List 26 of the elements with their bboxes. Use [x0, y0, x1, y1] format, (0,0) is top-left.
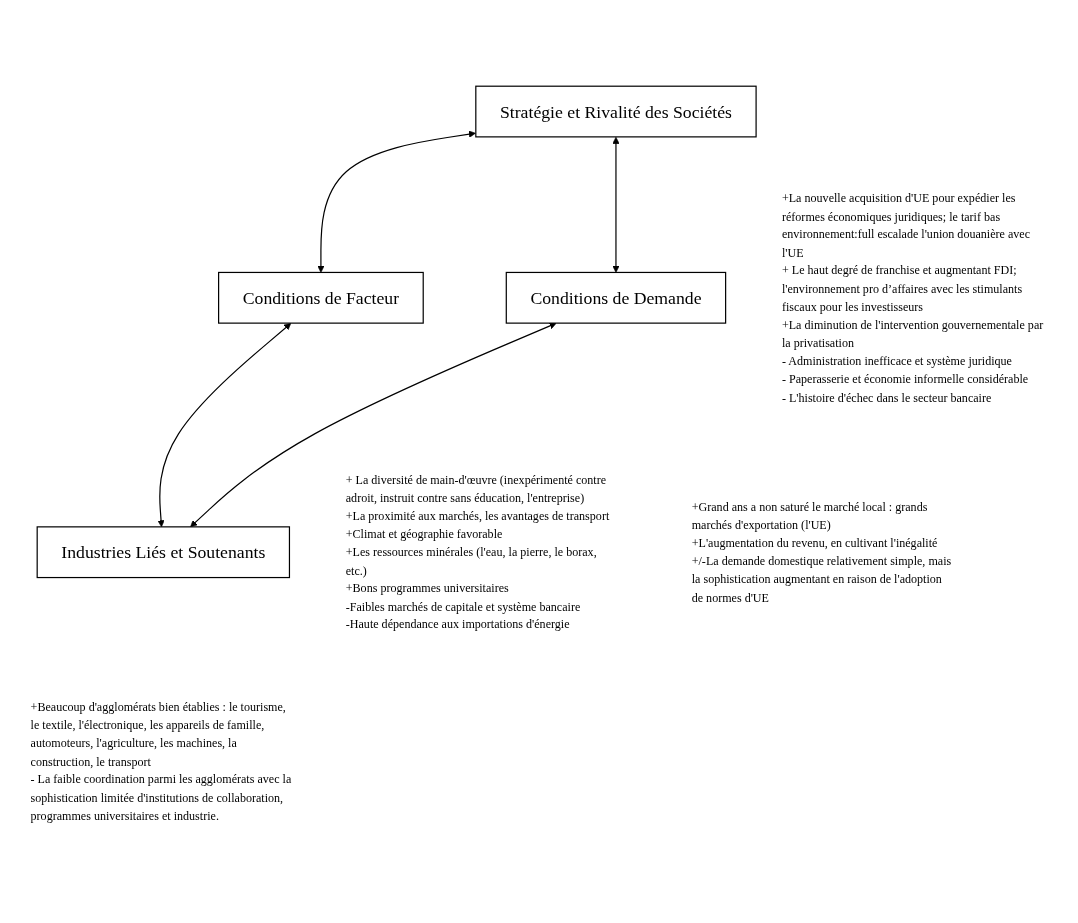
arrow: [190, 322, 557, 528]
arrow: [612, 136, 620, 273]
node-label: - L'histoire d'échec dans le secteur bancaire: [781, 390, 992, 404]
node-label: -Faibles marchés de capitale et système bancaire: [345, 599, 581, 613]
node-label: +Les ressources minérales (l'eau, la pierre, le borax, etc.): [345, 545, 597, 577]
node-label: +La diminution de l'intervention gouvernementale par la privatisation: [781, 318, 1044, 350]
node-label: +La nouvelle acquisition d'UE pour expédier les réformes économiques juridiques; le tarif bas environnement:full escalade l'union douanière avec l'UE: [781, 191, 1031, 259]
node-box: Conditions de Demande: [505, 271, 727, 324]
node-label: + La diversité de main-d'œuvre (inexpérimenté contre adroit, instruit contre sans éducation, l'entreprise): [345, 473, 607, 505]
node-box: Conditions de Facteur: [218, 271, 424, 324]
node-label: +La proximité aux marchés, les avantages de transport: [345, 509, 610, 523]
node-label: +Climat et géographie favorable: [345, 527, 503, 541]
node-label: +Grand ans a non saturé le marché local : grands marchés d'exportation (l'UE): [691, 500, 928, 532]
node-label: - Administration inefficace et système juridique: [781, 354, 1012, 368]
node-box: Industries Liés et Soutenants: [36, 526, 291, 579]
node-label: +L'augmentation du revenu, en cultivant l'inégalité: [691, 536, 938, 550]
arrow: [157, 323, 292, 528]
node-label: -Haute dépendance aux importations d'énergie: [345, 617, 570, 631]
node-label: +/-La demande domestique relativement simple, mais la sophistication augmentant en raison de l'adoption de normes d'UE: [691, 554, 952, 604]
node-label: +Beaucoup d'agglomérats bien établies : le tourisme, le textile, l'électronique, les appareils de famille, automoteurs, l'agriculture, les machines, la construction, le transport: [30, 700, 286, 768]
node-label: +Bons programmes universitaires: [345, 581, 509, 595]
node-label: - La faible coordination parmi les agglomérats avec la sophistication limitée d'institutions de collaboration, programmes universitaires et industrie.: [30, 772, 292, 822]
node-label: + Le haut degré de franchise et augmentant FDI; l'environnement pro d’affaires avec les stimulants fiscaux pour les investisseurs: [781, 263, 1023, 314]
node-label: - Paperasserie et économie informelle considérable: [781, 372, 1029, 386]
arrow: [317, 130, 476, 273]
node-box: Stratégie et Rivalité des Sociétés: [475, 85, 757, 138]
